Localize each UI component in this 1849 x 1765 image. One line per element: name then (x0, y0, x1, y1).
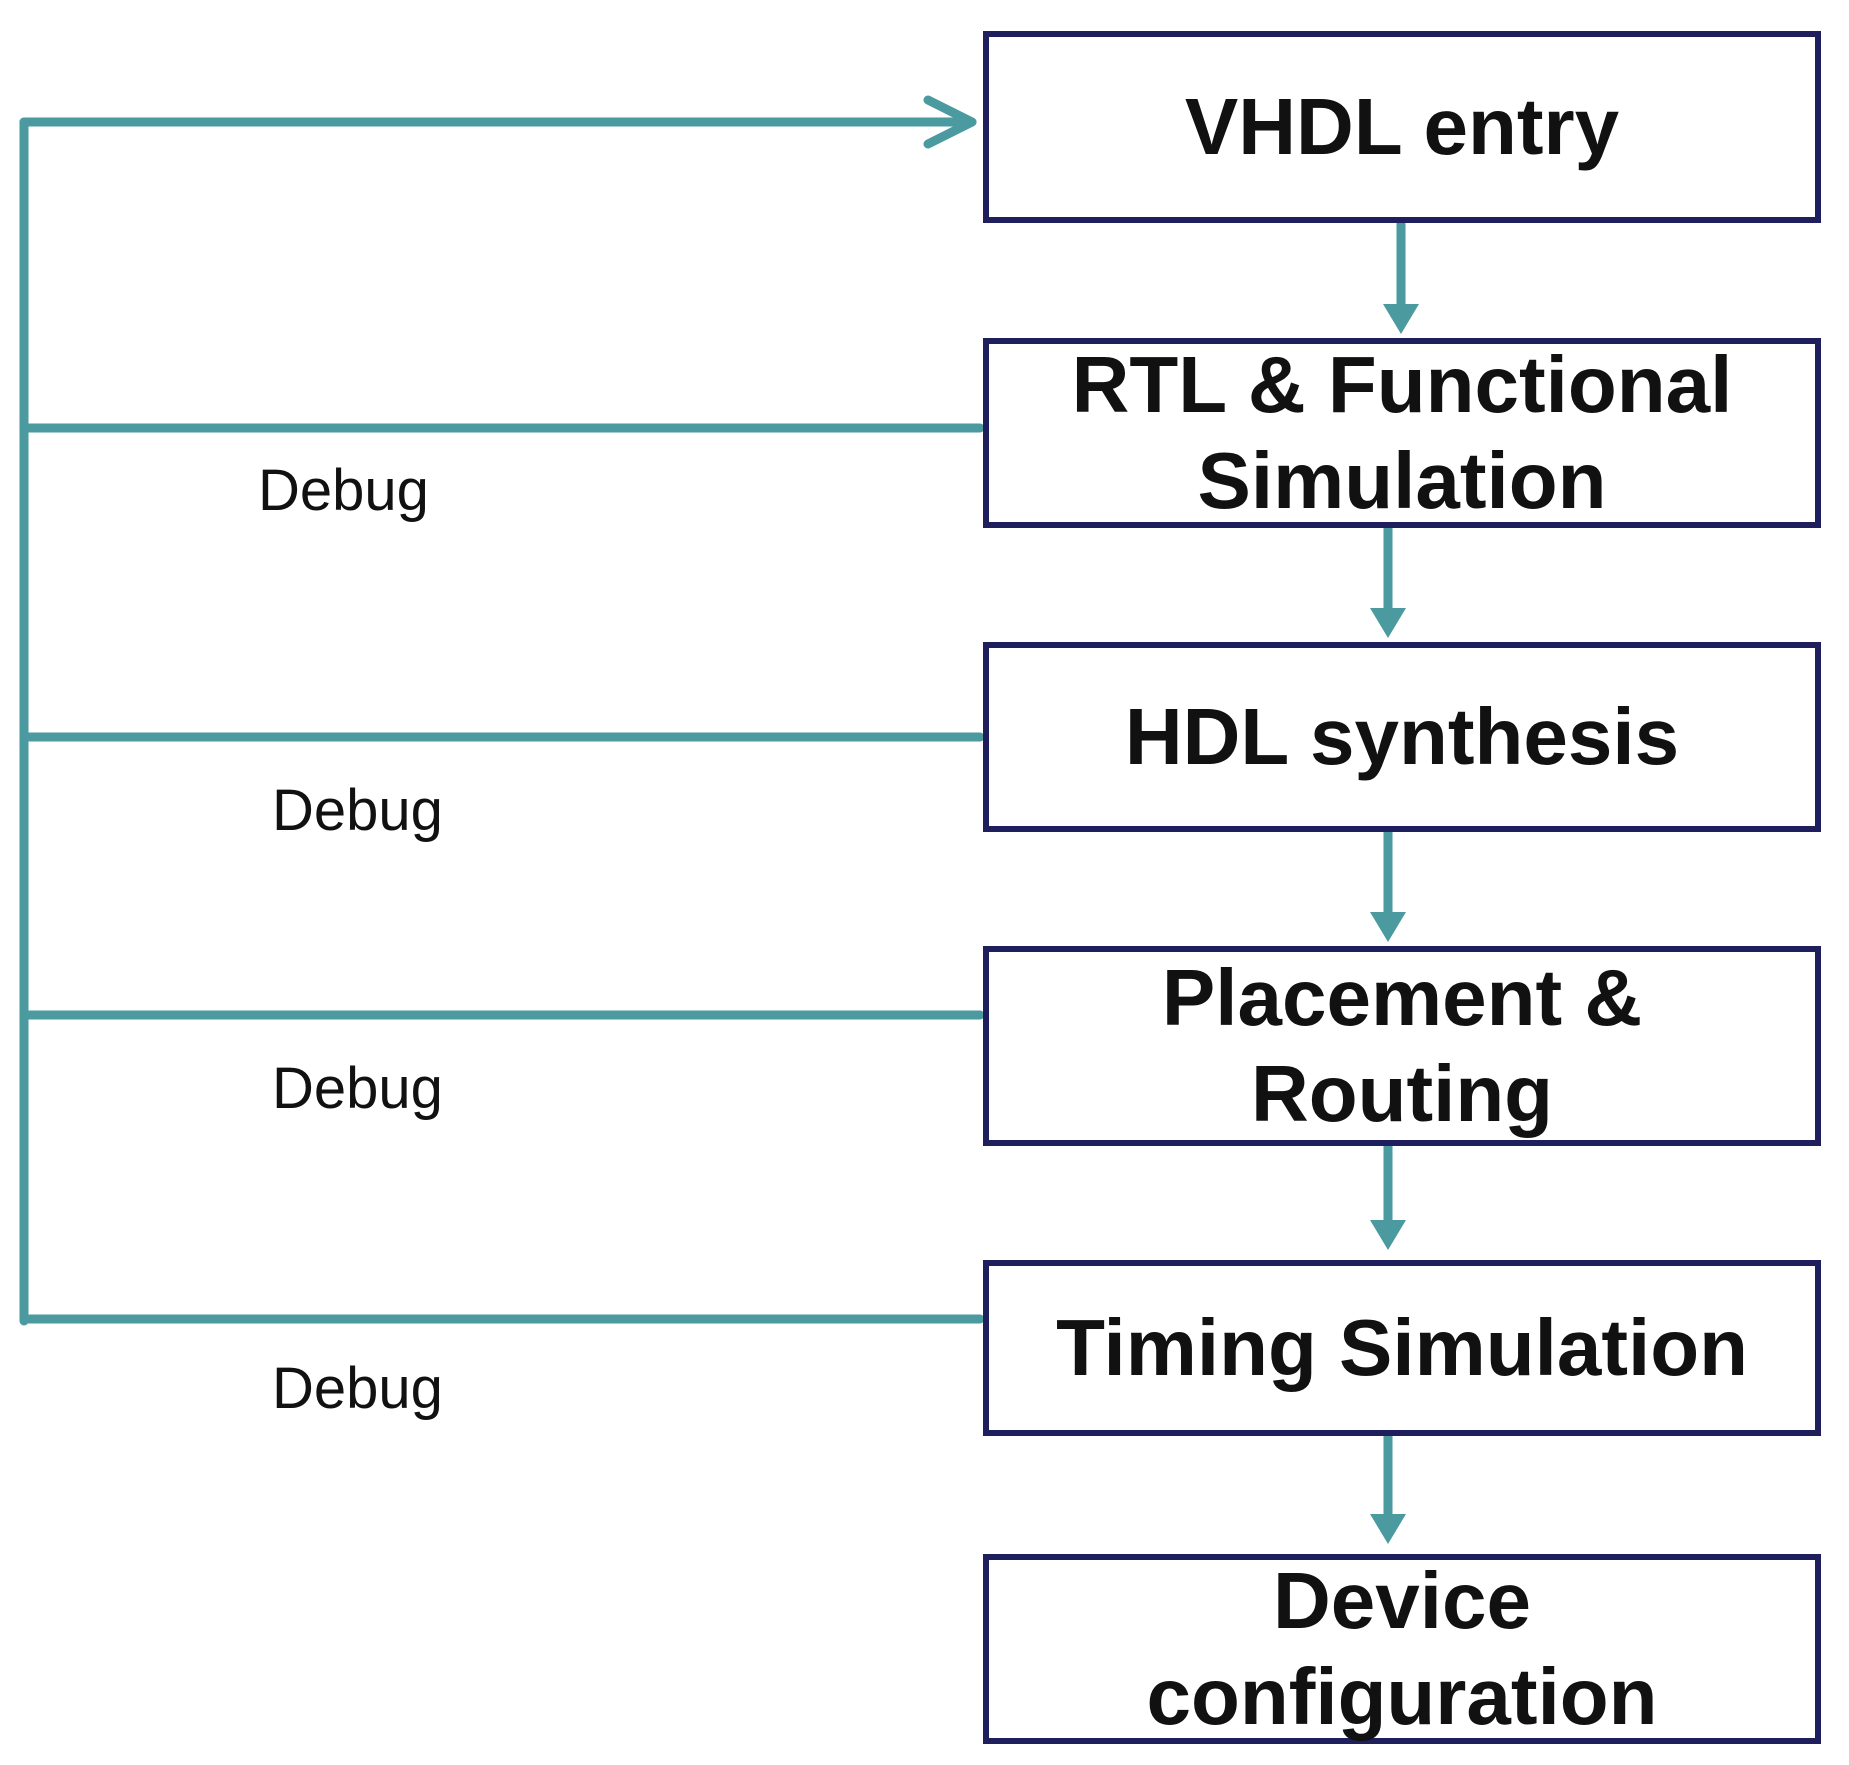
step-label: RTL & Functional Simulation (1071, 340, 1733, 525)
debug-label: Debug (272, 1056, 443, 1121)
step-rtl-functional-simulation: RTL & Functional Simulation (983, 338, 1821, 528)
step-label: Placement & Routing (1161, 953, 1643, 1138)
step-placement-routing: Placement & Routing (983, 946, 1821, 1146)
feedback-arrowhead (923, 95, 977, 149)
step-timing-simulation: Timing Simulation (983, 1260, 1821, 1436)
step-label: Timing Simulation (1056, 1303, 1748, 1392)
flow-arrowhead-4 (1370, 1220, 1406, 1250)
flow-arrowhead-3 (1370, 912, 1406, 942)
step-label: Device configuration (1146, 1556, 1658, 1741)
debug-label: Debug (258, 458, 429, 523)
step-label: HDL synthesis (1124, 692, 1680, 781)
debug-label: Debug (272, 1356, 443, 1421)
flow-arrowhead-2 (1370, 608, 1406, 638)
step-hdl-synthesis: HDL synthesis (983, 642, 1821, 832)
flow-arrowhead-1 (1383, 304, 1419, 334)
step-vhdl-entry: VHDL entry (983, 31, 1821, 223)
debug-label: Debug (272, 778, 443, 843)
step-device-configuration: Device configuration (983, 1554, 1821, 1744)
step-label: VHDL entry (1184, 82, 1620, 171)
flow-arrowhead-5 (1370, 1514, 1406, 1544)
